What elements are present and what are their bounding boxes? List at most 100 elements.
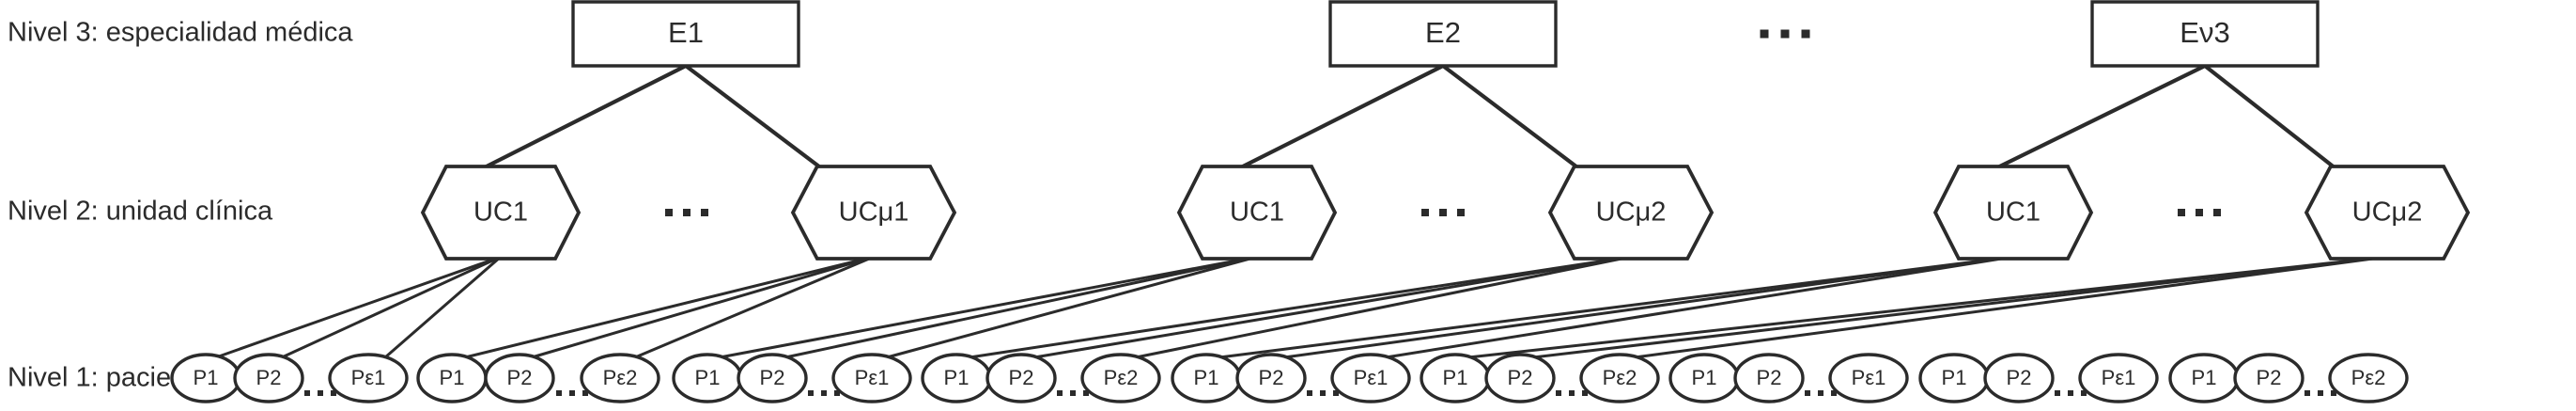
node-label-p-g1a-3: Pε1 [351, 366, 386, 389]
node-label-p-g4b-3: Pε1 [2102, 366, 2136, 389]
node-label-Ev3: Eν3 [2180, 16, 2229, 49]
ellipsis-dot [2213, 209, 2221, 216]
patient-ellipse-p-g1a-3 [330, 355, 407, 402]
node-label-UC1-c: UC1 [1986, 198, 2041, 228]
patient-ellipse-p-g4b-3 [2080, 355, 2157, 402]
patient-ellipse-p-g5b-3 [2330, 355, 2407, 402]
node-label-p-g4a-3: Pε1 [1852, 366, 1886, 389]
ellipsis-dot [1083, 390, 1089, 396]
ellipsis-dot [2196, 209, 2203, 216]
node-p-g2a-1: P1 [674, 355, 741, 402]
edge-e-UCu2b-p2 [1033, 255, 1632, 359]
edge-e-UC1a-p3 [384, 255, 502, 359]
node-label-p-g1b-2: P2 [507, 366, 533, 389]
ellipsis-dot [1057, 390, 1063, 396]
node-p-g2b-3: Pε2 [1082, 355, 1159, 402]
specialty-box-E2 [1330, 2, 1556, 66]
clinical-unit-hexagon-UC1-b [1179, 166, 1335, 259]
node-p-g2a-3: Pε1 [833, 355, 910, 402]
edge-e-UCu2c-p3 [1634, 255, 2388, 359]
specialty-box-Ev3 [2092, 2, 2318, 66]
edge-e-E1-UC1a [461, 64, 687, 181]
ellipsis-dot [2318, 390, 2323, 396]
ellipsis-p-g3a [1307, 390, 1339, 396]
edge-e-UCu1a-p2 [531, 255, 875, 359]
node-p-g5b-2: P2 [2235, 355, 2303, 402]
patient-ellipse-p-g5b-2 [2235, 355, 2303, 402]
clinical-unit-hexagon-UC1-c [1935, 166, 2091, 259]
node-label-UCu2-c: UCμ2 [2352, 198, 2423, 228]
patient-ellipse-p-g3a-3 [1332, 355, 1409, 402]
ellipsis-dot [1333, 390, 1339, 396]
edge-e-E1-UCu1a [684, 64, 837, 181]
patient-ellipse-p-g4a-2 [1735, 355, 1803, 402]
ellipsis-markers [304, 29, 2336, 396]
ellipsis-dot [1831, 390, 1837, 396]
ellipsis-dot [1556, 390, 1561, 396]
ellipsis-dot [1805, 390, 1810, 396]
node-label-p-g5b-2: P2 [2257, 366, 2282, 389]
node-p-g3a-2: P2 [1237, 355, 1305, 402]
patient-ellipse-p-g1a-2 [235, 355, 303, 402]
node-label-p-g4b-2: P2 [2007, 366, 2032, 389]
ellipsis-dot [1439, 209, 1447, 216]
ellipsis-p-g5b [2304, 390, 2336, 396]
ellipsis-dot [2081, 390, 2087, 396]
node-label-p-g2b-3: Pε2 [1104, 366, 1139, 389]
node-label-p-g1a-1: P1 [194, 366, 219, 389]
patient-ellipse-p-g1b-3 [582, 355, 659, 402]
ellipsis-p-g4a [1805, 390, 1837, 396]
node-p-g2b-2: P2 [987, 355, 1055, 402]
node-label-E1: E1 [668, 16, 704, 49]
ellipsis-dot [1582, 390, 1588, 396]
node-label-p-g5b-3: Pε2 [2351, 366, 2386, 389]
patient-ellipse-p-g4b-2 [1985, 355, 2053, 402]
ellipsis-dot [1320, 390, 1326, 396]
edge-e-UC1a-p1 [215, 255, 502, 359]
node-label-UC1-a: UC1 [473, 198, 528, 228]
node-p-g4b-2: P2 [1985, 355, 2053, 402]
patient-ellipse-p-g3b-2 [1486, 355, 1554, 402]
patient-ellipse-p-g2b-3 [1082, 355, 1159, 402]
patient-ellipse-p-g1b-2 [486, 355, 553, 402]
node-label-p-g3a-3: Pε1 [1354, 366, 1389, 389]
ellipsis-dot [556, 390, 562, 396]
node-label-E2: E2 [1425, 16, 1461, 49]
edge-e-UCu2b-p3 [1135, 255, 1632, 359]
node-p-g4a-3: Pε1 [1830, 355, 1907, 402]
ellipsis-dot [683, 209, 691, 216]
clinical-unit-hexagon-UCu1-a [793, 166, 954, 259]
node-label-p-g5b-1: P1 [2192, 366, 2217, 389]
row-label-level3: Nivel 3: especialidad médica [8, 18, 353, 48]
ellipsis-dot [2178, 209, 2185, 216]
ellipsis-dot [665, 209, 673, 216]
clinical-unit-hexagon-UC1-a [423, 166, 579, 259]
ellipsis-dot [1760, 29, 1769, 39]
node-p-g4a-2: P2 [1735, 355, 1803, 402]
node-p-g1b-3: Pε2 [582, 355, 659, 402]
edge-e-UC1b-p2 [784, 255, 1258, 359]
edge-e-UC1a-p2 [281, 255, 502, 359]
node-label-UCu1-a: UCμ1 [839, 198, 909, 228]
node-label-p-g1b-1: P1 [440, 366, 465, 389]
node-UCu2-b: UCμ2 [1550, 166, 1712, 259]
edge-e-UCu2c-p2 [1532, 255, 2388, 359]
node-UC1-a: UC1 [423, 166, 579, 259]
ellipsis-dot [808, 390, 814, 396]
ellipsis-dot [2331, 390, 2336, 396]
edge-e-UCu1a-p3 [634, 255, 875, 359]
ellipsis-p-g2a [808, 390, 840, 396]
node-p-g5b-3: Pε2 [2330, 355, 2407, 402]
node-label-p-g2a-2: P2 [760, 366, 785, 389]
node-label-UC1-b: UC1 [1230, 198, 1284, 228]
node-label-p-g2b-2: P2 [1009, 366, 1034, 389]
edge-e-Ev3-UCu2c [2203, 64, 2351, 181]
node-label-p-g2a-1: P1 [695, 366, 721, 389]
node-label-p-g4a-1: P1 [1692, 366, 1717, 389]
node-label-p-g1b-3: Pε2 [603, 366, 638, 389]
edge-e-E2-UCu2b [1441, 64, 1594, 181]
ellipsis-dot [2068, 390, 2073, 396]
node-p-g4b-1: P1 [1920, 355, 1988, 402]
